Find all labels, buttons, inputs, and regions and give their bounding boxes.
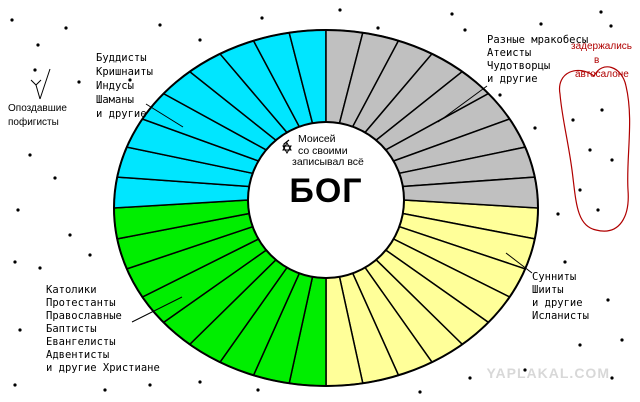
muslims-line-3: и другие <box>532 297 583 309</box>
christians-pointer <box>131 296 183 323</box>
star-dot <box>468 376 472 380</box>
star-dot <box>578 188 582 192</box>
late-note: Опоздавшие пофигисты <box>8 68 67 128</box>
others-line-3: Чудотворцы <box>487 60 550 72</box>
star-dot <box>198 38 202 42</box>
delayed-line-2: в <box>594 55 599 66</box>
group-muslims: Сунниты Шииты и другие Исланисты <box>505 252 589 322</box>
moses-line-1: Моисей <box>298 133 336 145</box>
star-dot <box>463 28 467 32</box>
star-dot <box>198 380 202 384</box>
buddhists-line-5: и другие <box>96 108 147 120</box>
delayed-line-1: задержались <box>571 41 632 52</box>
others-line-2: Атеисты <box>487 47 531 59</box>
star-dot <box>68 233 72 237</box>
muslims-line-1: Сунниты <box>532 271 576 283</box>
late-arrow-icon <box>30 79 42 86</box>
buddhists-line-3: Индусы <box>96 80 134 92</box>
muslims-line-2: Шииты <box>532 284 564 296</box>
star-dot <box>53 176 57 180</box>
star-dot <box>610 376 614 380</box>
star-dot <box>539 22 543 26</box>
star-dot <box>609 24 613 28</box>
group-christians: Католики Протестанты Православные Баптис… <box>46 284 183 374</box>
star-dot <box>418 390 422 394</box>
star-dot <box>556 212 560 216</box>
god-label: БОГ <box>289 172 362 210</box>
late-line-1: Опоздавшие <box>8 103 67 114</box>
muslims-line-4: Исланисты <box>532 310 589 322</box>
star-dot <box>256 388 260 392</box>
others-line-1: Разные мракобесы <box>487 34 588 46</box>
group-others: Разные мракобесы Атеисты Чудотворцы и др… <box>437 34 588 123</box>
star-dot <box>158 23 162 27</box>
outer-ring <box>113 29 539 387</box>
star-dot <box>38 266 42 270</box>
group-buddhists: Буддисты Кришнаиты Индусы Шаманы и други… <box>96 52 184 128</box>
christians-line-4: Баптисты <box>46 323 97 335</box>
star-dot <box>498 93 502 97</box>
star-dot <box>563 260 567 264</box>
star-dot <box>28 153 32 157</box>
star-dot <box>103 388 107 392</box>
delayed-outline <box>558 66 631 232</box>
star-dot <box>620 338 624 342</box>
star-field <box>10 8 624 394</box>
star-dot <box>338 8 342 12</box>
muslims-pointer <box>505 252 533 274</box>
star-dot <box>599 10 603 14</box>
star-dot <box>600 108 604 112</box>
star-dot <box>18 328 22 332</box>
star-dot <box>578 343 582 347</box>
christians-line-7: и другие Христиане <box>46 362 160 374</box>
star-dot <box>36 43 40 47</box>
late-line-2: пофигисты <box>8 116 59 128</box>
star-dot <box>16 208 20 212</box>
star-dot <box>450 12 454 16</box>
christians-line-2: Протестанты <box>46 297 116 309</box>
star-dot <box>13 260 17 264</box>
buddhists-pointer <box>145 103 184 128</box>
christians-line-5: Евангелисты <box>46 336 116 348</box>
delayed-note: задержались в автосалоне <box>558 41 632 232</box>
star-dot <box>260 16 264 20</box>
delayed-line-3: автосалоне <box>575 69 629 80</box>
moses-arrow <box>283 139 290 148</box>
star-dot <box>148 383 152 387</box>
ring-segments <box>113 29 539 387</box>
star-dot <box>571 118 575 122</box>
star-dot <box>88 253 92 257</box>
star-dot <box>376 26 380 30</box>
star-dot <box>606 298 610 302</box>
star-dot <box>64 26 68 30</box>
christians-line-3: Православные <box>46 310 122 322</box>
moses-line-2: со своими <box>298 145 348 157</box>
star-dot <box>533 126 537 130</box>
star-dot <box>13 383 17 387</box>
star-dot <box>128 78 132 82</box>
moses-annotation: Моисей со своими записывал всё <box>282 133 364 168</box>
christians-line-1: Католики <box>46 284 97 296</box>
buddhists-line-1: Буддисты <box>96 52 147 64</box>
others-pointer <box>437 85 488 123</box>
star-dot <box>523 368 527 372</box>
star-dot <box>10 18 14 22</box>
star-dot <box>588 148 592 152</box>
star-dot <box>610 158 614 162</box>
center-circle <box>247 121 405 279</box>
star-dot <box>33 68 37 72</box>
buddhists-line-2: Кришнаиты <box>96 66 153 78</box>
star-dot <box>596 208 600 212</box>
buddhists-line-4: Шаманы <box>96 94 134 106</box>
watermark: YAPLAKAL.COM <box>487 365 611 381</box>
others-line-4: и другие <box>487 73 538 85</box>
moses-line-3: записывал всё <box>292 156 364 168</box>
christians-line-6: Адвентисты <box>46 349 109 361</box>
star-dot <box>77 80 81 84</box>
